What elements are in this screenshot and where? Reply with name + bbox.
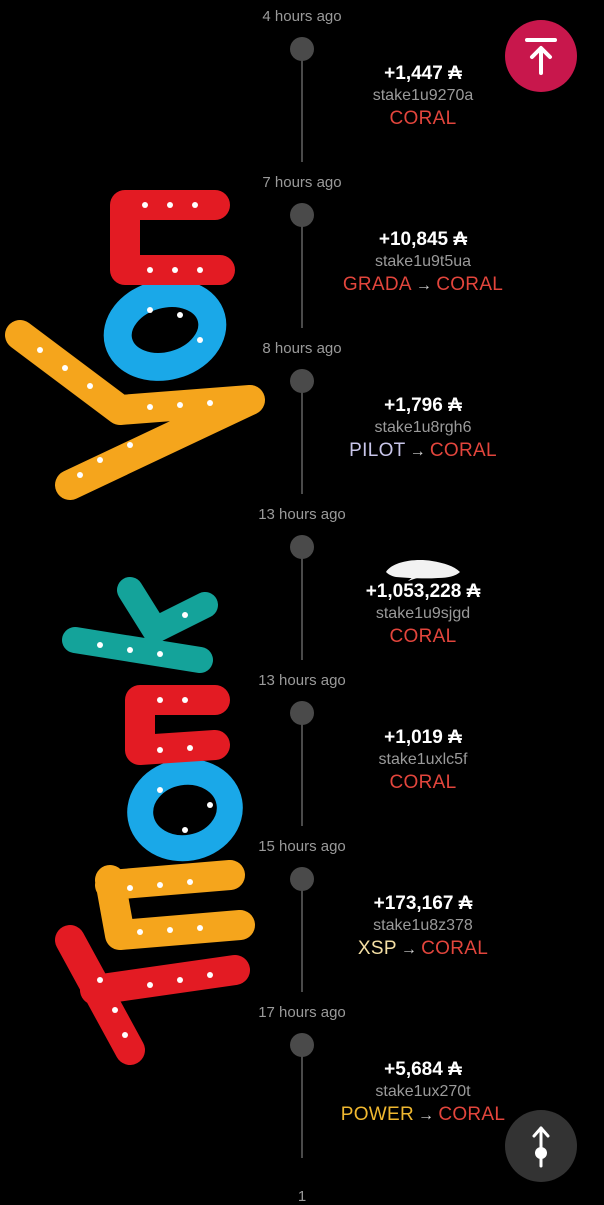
to-pool-label[interactable]: CORAL bbox=[389, 108, 457, 129]
entry-amount: +1,447 ₳ bbox=[384, 63, 462, 84]
timeline-dot bbox=[290, 1033, 314, 1057]
entry-amount: +5,684 ₳ bbox=[384, 1059, 462, 1080]
entry-time: 15 hours ago bbox=[258, 838, 346, 855]
from-pool-label[interactable]: POWER bbox=[340, 1104, 414, 1125]
entry-time: 13 hours ago bbox=[258, 506, 346, 523]
to-pool-label[interactable]: CORAL bbox=[389, 626, 457, 647]
entry-pools: GRADA→CORAL bbox=[300, 272, 546, 299]
entry-address[interactable]: stake1u9t5ua bbox=[374, 253, 472, 270]
entry-time: 8 hours ago bbox=[262, 340, 342, 357]
to-pool-label[interactable]: CORAL bbox=[436, 274, 504, 295]
entry-address[interactable]: stake1ux270t bbox=[375, 1083, 471, 1100]
arrow-icon: → bbox=[400, 941, 418, 958]
entry-time: 7 hours ago bbox=[262, 174, 342, 191]
to-pool-label[interactable]: CORAL bbox=[421, 938, 489, 959]
entry-address[interactable]: stake1u8z378 bbox=[373, 917, 473, 934]
from-pool-label[interactable]: PILOT bbox=[349, 440, 406, 461]
entry-address[interactable]: stake1u8rgh6 bbox=[374, 419, 472, 436]
entry-amount: +173,167 ₳ bbox=[373, 893, 473, 914]
timeline-dot bbox=[290, 203, 314, 227]
scroll-toggle-icon bbox=[532, 1126, 550, 1168]
timeline-line bbox=[301, 1044, 303, 1158]
timeline-line bbox=[301, 214, 303, 328]
timeline-line bbox=[301, 878, 303, 992]
timeline-line bbox=[301, 546, 303, 660]
entry-address[interactable]: stake1u9270a bbox=[372, 87, 474, 104]
scroll-to-top-icon bbox=[525, 38, 557, 75]
timeline-dot bbox=[290, 701, 314, 725]
timeline-line bbox=[301, 48, 303, 162]
entry-amount: +1,053,228 ₳ bbox=[365, 581, 481, 602]
whale-icon bbox=[386, 560, 460, 581]
timeline-line bbox=[301, 712, 303, 826]
timeline-dot bbox=[290, 867, 314, 891]
to-pool-label[interactable]: CORAL bbox=[389, 772, 457, 793]
timeline-line bbox=[301, 380, 303, 494]
entry-address[interactable]: stake1uxlc5f bbox=[378, 751, 468, 768]
arrow-icon: → bbox=[415, 277, 433, 294]
entry-pools: POWER→CORAL bbox=[300, 1102, 546, 1129]
entry-address[interactable]: stake1u9sjgd bbox=[375, 605, 471, 622]
entry-pools: CORAL bbox=[300, 106, 546, 132]
entry-amount: +10,845 ₳ bbox=[378, 229, 468, 250]
scroll-to-top-button[interactable] bbox=[505, 20, 577, 92]
timeline-dot bbox=[290, 369, 314, 393]
entry-time: 13 hours ago bbox=[258, 672, 346, 689]
scroll-toggle-button[interactable] bbox=[505, 1110, 577, 1182]
entry-time: 17 hours ago bbox=[258, 1004, 346, 1021]
entry-amount: +1,796 ₳ bbox=[384, 395, 462, 416]
from-pool-label[interactable]: GRADA bbox=[342, 274, 412, 295]
arrow-icon: → bbox=[409, 443, 426, 460]
next-time-label-partial: 1 bbox=[297, 1188, 307, 1205]
entry-pools: XSP→CORAL bbox=[300, 936, 546, 963]
to-pool-label[interactable]: CORAL bbox=[438, 1104, 506, 1125]
timeline-dot bbox=[290, 535, 314, 559]
entry-pools: CORAL bbox=[300, 770, 546, 796]
timeline-dot bbox=[290, 37, 314, 61]
entry-amount: +1,019 ₳ bbox=[384, 727, 462, 748]
to-pool-label[interactable]: CORAL bbox=[429, 440, 497, 461]
entry-pools: PILOT→CORAL bbox=[300, 438, 546, 465]
entry-pools: CORAL bbox=[300, 624, 546, 650]
from-pool-label[interactable]: XSP bbox=[357, 938, 397, 959]
entry-time: 4 hours ago bbox=[262, 8, 342, 25]
arrow-icon: → bbox=[418, 1107, 435, 1124]
